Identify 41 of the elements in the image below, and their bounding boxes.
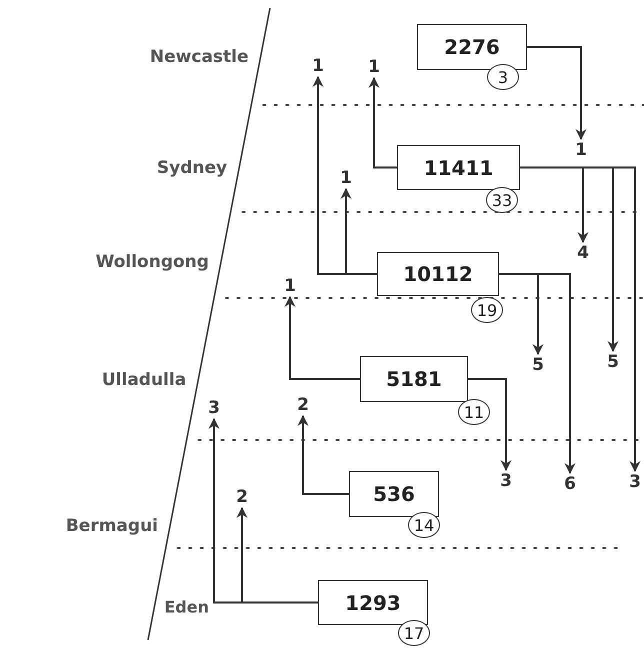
end-count: 6 xyxy=(562,475,578,493)
count-box: 10112 xyxy=(377,252,499,296)
city-label: Eden xyxy=(164,598,209,616)
count-box: 2276 xyxy=(417,24,527,70)
city-label: Wollongong xyxy=(96,252,209,272)
end-count: 3 xyxy=(206,399,222,417)
arrow xyxy=(520,166,640,472)
city-label: Newcastle xyxy=(150,47,249,67)
end-count: 1 xyxy=(366,58,382,76)
count-badge: 17 xyxy=(398,620,430,646)
city-label: Sydney xyxy=(156,158,228,178)
count-badge: 33 xyxy=(486,187,518,213)
end-count: 2 xyxy=(295,396,311,414)
arrow xyxy=(236,506,318,604)
end-count: 1 xyxy=(282,277,298,295)
end-count: 1 xyxy=(338,169,354,187)
count-badge: 3 xyxy=(487,64,519,90)
end-count: 5 xyxy=(605,353,621,371)
end-count: 1 xyxy=(573,141,589,159)
end-count: 4 xyxy=(575,244,591,262)
end-count: 5 xyxy=(530,356,546,374)
end-count: 2 xyxy=(234,488,250,506)
end-count: 3 xyxy=(498,472,514,490)
arrow xyxy=(527,46,586,140)
count-box: 1293 xyxy=(318,580,428,625)
arrow xyxy=(368,76,397,168)
count-badge: 19 xyxy=(471,297,503,323)
count-box: 11411 xyxy=(397,145,520,190)
arrow xyxy=(340,188,377,275)
count-badge: 11 xyxy=(458,399,490,425)
arrow xyxy=(284,296,360,380)
end-count: 3 xyxy=(627,473,643,491)
arrow xyxy=(468,378,512,472)
arrow xyxy=(499,273,576,474)
arrow xyxy=(298,414,349,495)
city-label: Bermagui xyxy=(66,516,158,536)
end-count: 1 xyxy=(310,57,326,75)
count-box: 536 xyxy=(349,471,439,517)
count-badge: 14 xyxy=(408,512,440,538)
count-box: 5181 xyxy=(360,356,468,402)
city-label: Ulladulla xyxy=(102,370,186,390)
